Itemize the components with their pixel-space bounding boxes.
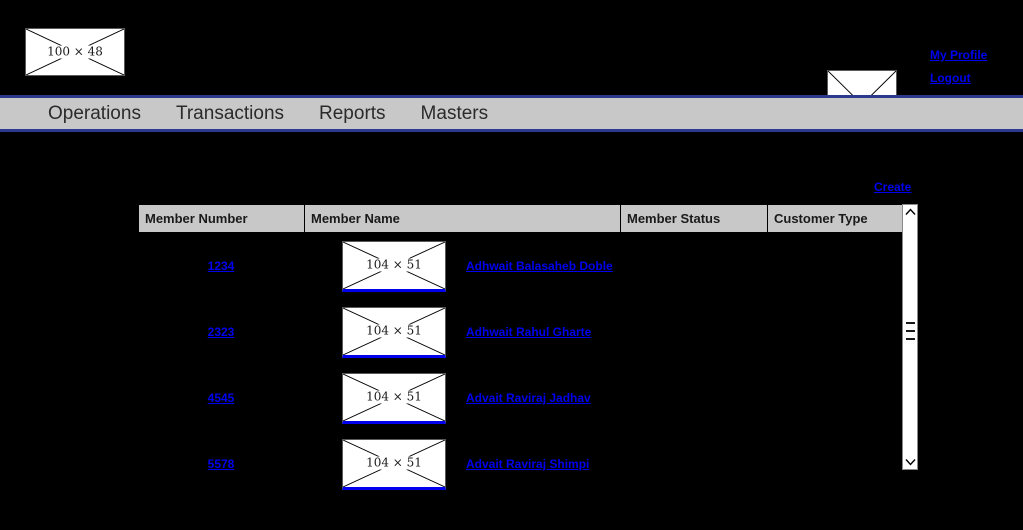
logout-link[interactable]: Logout bbox=[930, 71, 971, 85]
member-name-link[interactable]: Advait Raviraj Jadhav bbox=[466, 391, 591, 405]
member-thumbnail-label: 104 × 51 bbox=[363, 258, 425, 272]
cell-member-name: 104 × 51 Adhwait Rahul Gharte bbox=[304, 306, 620, 358]
scrollbar-grip-line bbox=[905, 330, 915, 333]
scrollbar-track[interactable] bbox=[903, 219, 917, 455]
nav-item-reports[interactable]: Reports bbox=[319, 102, 386, 124]
main-navigation-bar: Operations Transactions Reports Masters bbox=[0, 95, 1023, 132]
scrollbar-grip-line bbox=[905, 322, 915, 325]
member-table-wrapper: Member Number Member Name Member Status … bbox=[138, 204, 919, 499]
logo-placeholder-label: 100 × 48 bbox=[44, 45, 106, 59]
member-number-link[interactable]: 1234 bbox=[207, 259, 235, 273]
cell-member-number: 5578 bbox=[138, 455, 304, 473]
member-thumbnail-label: 104 × 51 bbox=[363, 390, 425, 404]
member-thumbnail-placeholder[interactable]: 104 × 51 bbox=[342, 240, 446, 292]
member-number-link[interactable]: 4545 bbox=[207, 391, 235, 405]
member-name-link[interactable]: Adhwait Balasaheb Doble bbox=[466, 259, 613, 273]
logo-placeholder-image: 100 × 48 bbox=[25, 28, 125, 76]
cell-member-number: 4545 bbox=[138, 389, 304, 407]
nav-item-masters[interactable]: Masters bbox=[420, 102, 489, 124]
member-thumbnail-placeholder[interactable]: 104 × 51 bbox=[342, 438, 446, 490]
member-thumbnail-label: 104 × 51 bbox=[363, 324, 425, 338]
member-table: Member Number Member Name Member Status … bbox=[138, 204, 919, 233]
table-vertical-scrollbar[interactable] bbox=[902, 204, 918, 470]
member-number-link[interactable]: 5578 bbox=[207, 457, 235, 471]
my-profile-link[interactable]: My Profile bbox=[930, 48, 988, 62]
member-thumbnail-label: 104 × 51 bbox=[363, 456, 425, 470]
member-table-body: 1234 104 × 51 Adhwait Balasaheb Doble bbox=[138, 233, 918, 499]
column-header-member-number[interactable]: Member Number bbox=[138, 204, 305, 233]
main-content: Create Member Number Member Name Member … bbox=[0, 132, 1023, 530]
table-row[interactable]: 1234 104 × 51 Adhwait Balasaheb Doble bbox=[138, 233, 918, 299]
cell-member-name: 104 × 51 Adhwait Balasaheb Doble bbox=[304, 240, 620, 292]
table-row[interactable]: 5578 104 × 51 Advait Raviraj Shimpi bbox=[138, 431, 918, 497]
column-header-member-status[interactable]: Member Status bbox=[620, 204, 768, 233]
member-table-head: Member Number Member Name Member Status … bbox=[138, 204, 919, 233]
cell-member-number: 2323 bbox=[138, 323, 304, 341]
member-name-link[interactable]: Adhwait Rahul Gharte bbox=[466, 325, 592, 339]
header-links: My Profile Logout bbox=[930, 48, 1020, 94]
scrollbar-thumb[interactable] bbox=[903, 318, 917, 345]
member-thumbnail-placeholder[interactable]: 104 × 51 bbox=[342, 372, 446, 424]
cell-member-number: 1234 bbox=[138, 257, 304, 275]
table-row[interactable]: 2323 104 × 51 Adhwait Rahul Gharte bbox=[138, 299, 918, 365]
table-row[interactable]: 4545 104 × 51 Advait Raviraj Jadhav bbox=[138, 365, 918, 431]
member-number-link[interactable]: 2323 bbox=[207, 325, 235, 339]
cell-member-name: 104 × 51 Advait Raviraj Shimpi bbox=[304, 438, 620, 490]
chevron-up-icon[interactable] bbox=[903, 205, 917, 219]
nav-item-list: Operations Transactions Reports Masters bbox=[0, 98, 1023, 129]
table-header-row: Member Number Member Name Member Status … bbox=[138, 204, 919, 233]
member-thumbnail-placeholder[interactable]: 104 × 51 bbox=[342, 306, 446, 358]
chevron-down-icon[interactable] bbox=[903, 455, 917, 469]
create-link[interactable]: Create bbox=[874, 180, 912, 194]
column-header-member-name[interactable]: Member Name bbox=[304, 204, 621, 233]
column-header-customer-type[interactable]: Customer Type bbox=[767, 204, 919, 233]
page-header: 100 × 48 70 × 61 My Profile Logout bbox=[0, 0, 1023, 139]
cell-member-name: 104 × 51 Advait Raviraj Jadhav bbox=[304, 372, 620, 424]
nav-item-operations[interactable]: Operations bbox=[48, 102, 141, 124]
nav-item-transactions[interactable]: Transactions bbox=[175, 102, 285, 124]
scrollbar-grip-line bbox=[905, 338, 915, 341]
member-name-link[interactable]: Advait Raviraj Shimpi bbox=[466, 457, 590, 471]
